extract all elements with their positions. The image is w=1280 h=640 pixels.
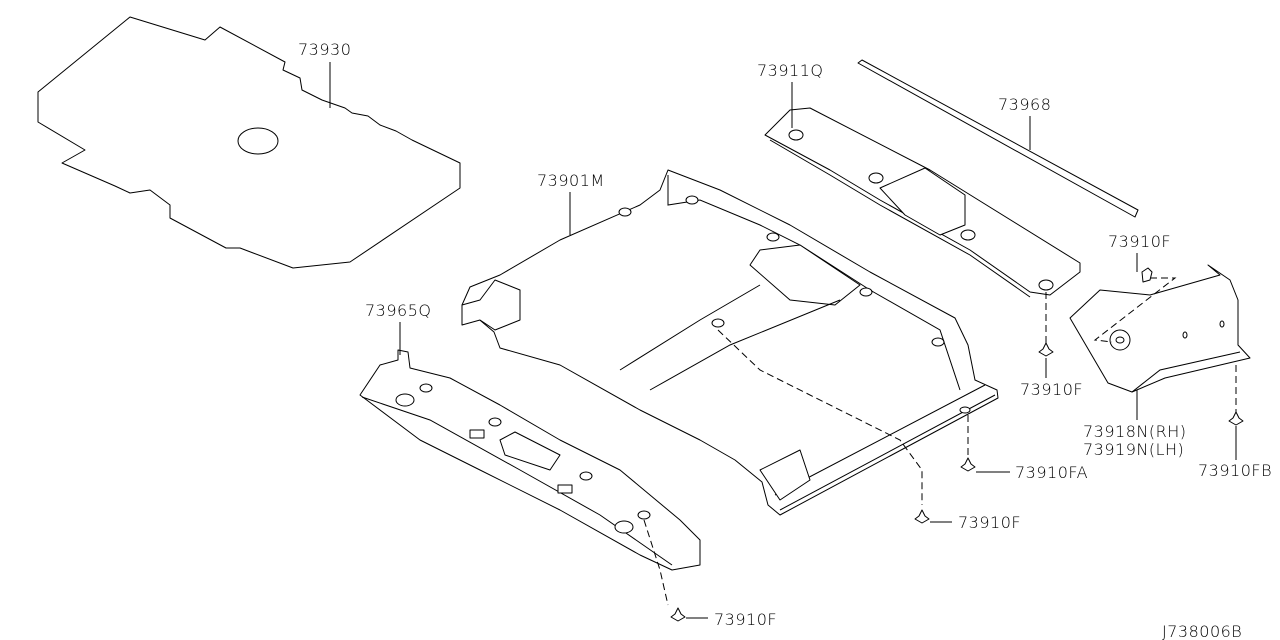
weatherstrip[interactable] — [857, 59, 1139, 218]
sunroof-trim[interactable] — [764, 107, 1081, 298]
label-73919n: 73919N(LH) — [1083, 440, 1184, 459]
label-73965q: 73965Q — [365, 301, 432, 320]
front-trim[interactable] — [359, 349, 701, 571]
clip-icon — [1228, 411, 1244, 426]
insulator-mat[interactable] — [37, 16, 461, 269]
label-73910f-mid: 73910F — [1020, 380, 1083, 399]
label-73901m: 73901M — [537, 171, 605, 190]
clip-icon — [914, 509, 930, 524]
clip-icon — [1038, 342, 1054, 357]
label-73968: 73968 — [998, 95, 1051, 114]
clip-icon — [670, 607, 686, 622]
label-73918n: 73918N(RH) — [1083, 422, 1187, 441]
clip-icon — [960, 457, 976, 472]
label-73910fa: 73910FA — [1015, 463, 1088, 482]
label-73910f-bottom: 73910F — [714, 610, 777, 629]
diagram-code: J738006B — [1162, 622, 1242, 640]
label-73910fb: 73910FB — [1198, 461, 1272, 480]
label-73910f-upper: 73910F — [1108, 232, 1171, 251]
side-trim[interactable] — [1069, 264, 1251, 393]
label-73911q: 73911Q — [757, 61, 824, 80]
label-73930: 73930 — [298, 40, 351, 59]
insulator-hole — [237, 127, 279, 155]
label-73910f-center: 73910F — [958, 513, 1021, 532]
clip-icon — [1141, 267, 1153, 283]
headlining[interactable] — [461, 169, 999, 516]
